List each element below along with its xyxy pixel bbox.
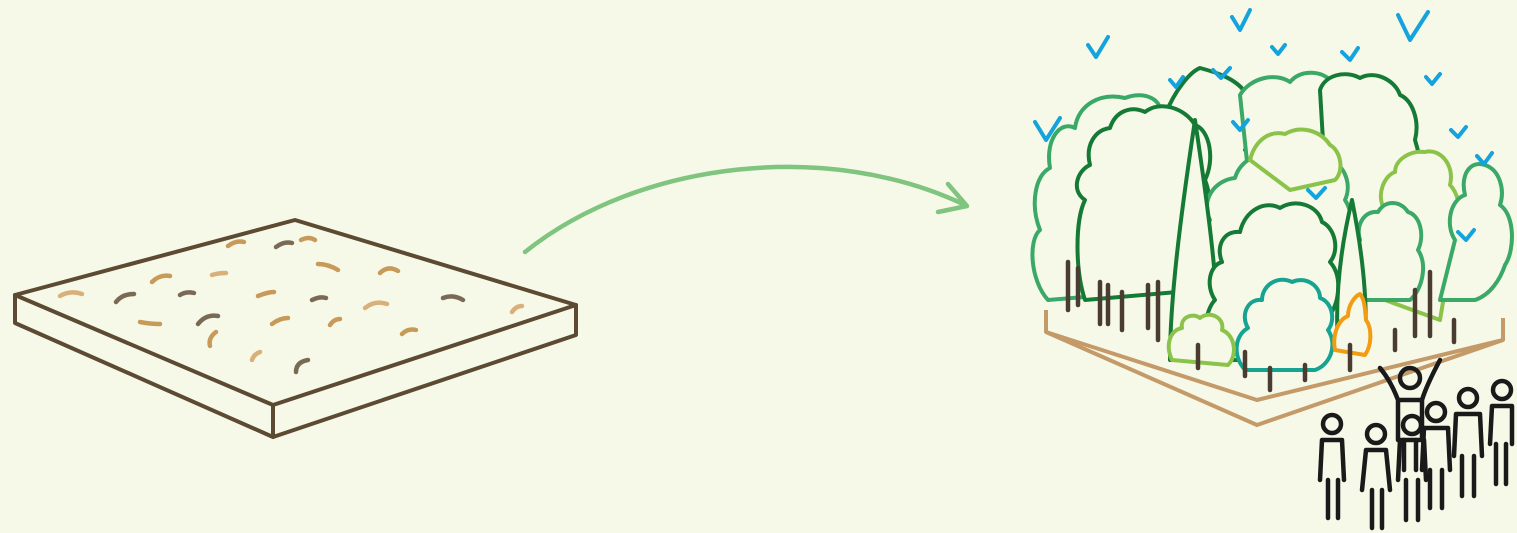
- transition-arrow: [525, 167, 967, 252]
- bird-icon: [1398, 12, 1428, 40]
- seed-mark: [312, 297, 326, 300]
- seed-mark: [318, 264, 338, 270]
- seed-mark: [116, 294, 134, 302]
- bare-plot-front-left-face: [15, 295, 273, 437]
- seed-mark: [180, 292, 194, 295]
- people-group: [1320, 360, 1512, 528]
- bird-icon: [1088, 37, 1108, 57]
- seed-mark: [228, 242, 244, 247]
- seed-mark: [210, 332, 216, 346]
- seed-mark: [380, 268, 398, 273]
- bird-icon: [1272, 45, 1285, 54]
- bare-soil-plot: [15, 220, 576, 437]
- person-icon: [1320, 415, 1344, 518]
- seed-mark: [198, 316, 218, 324]
- person-icon: [1490, 381, 1512, 484]
- bird-icon: [1426, 74, 1440, 84]
- seed-mark: [276, 243, 292, 248]
- bird-icon: [1451, 127, 1466, 137]
- seed-mark: [365, 303, 387, 308]
- forest-foliage: [1032, 68, 1512, 370]
- person-icon: [1362, 425, 1390, 528]
- seed-mark: [330, 319, 340, 325]
- seed-mark: [60, 292, 82, 296]
- seed-mark: [296, 360, 308, 372]
- seed-marks: [60, 238, 522, 372]
- seed-mark: [152, 276, 170, 282]
- seed-mark: [272, 318, 288, 324]
- person-icon: [1454, 389, 1482, 496]
- arrow-shaft: [525, 167, 965, 252]
- bare-plot-top-surface: [15, 220, 576, 405]
- bare-plot-front-right-face: [273, 305, 576, 437]
- seed-mark: [258, 292, 274, 296]
- seed-mark: [252, 352, 260, 360]
- seed-mark: [512, 306, 522, 312]
- seed-mark: [140, 322, 160, 324]
- seed-mark: [443, 296, 463, 300]
- seed-mark: [301, 238, 315, 240]
- seed-mark: [212, 273, 226, 275]
- bird-icon: [1232, 10, 1250, 30]
- bird-icon: [1342, 48, 1358, 60]
- seed-mark: [402, 330, 416, 335]
